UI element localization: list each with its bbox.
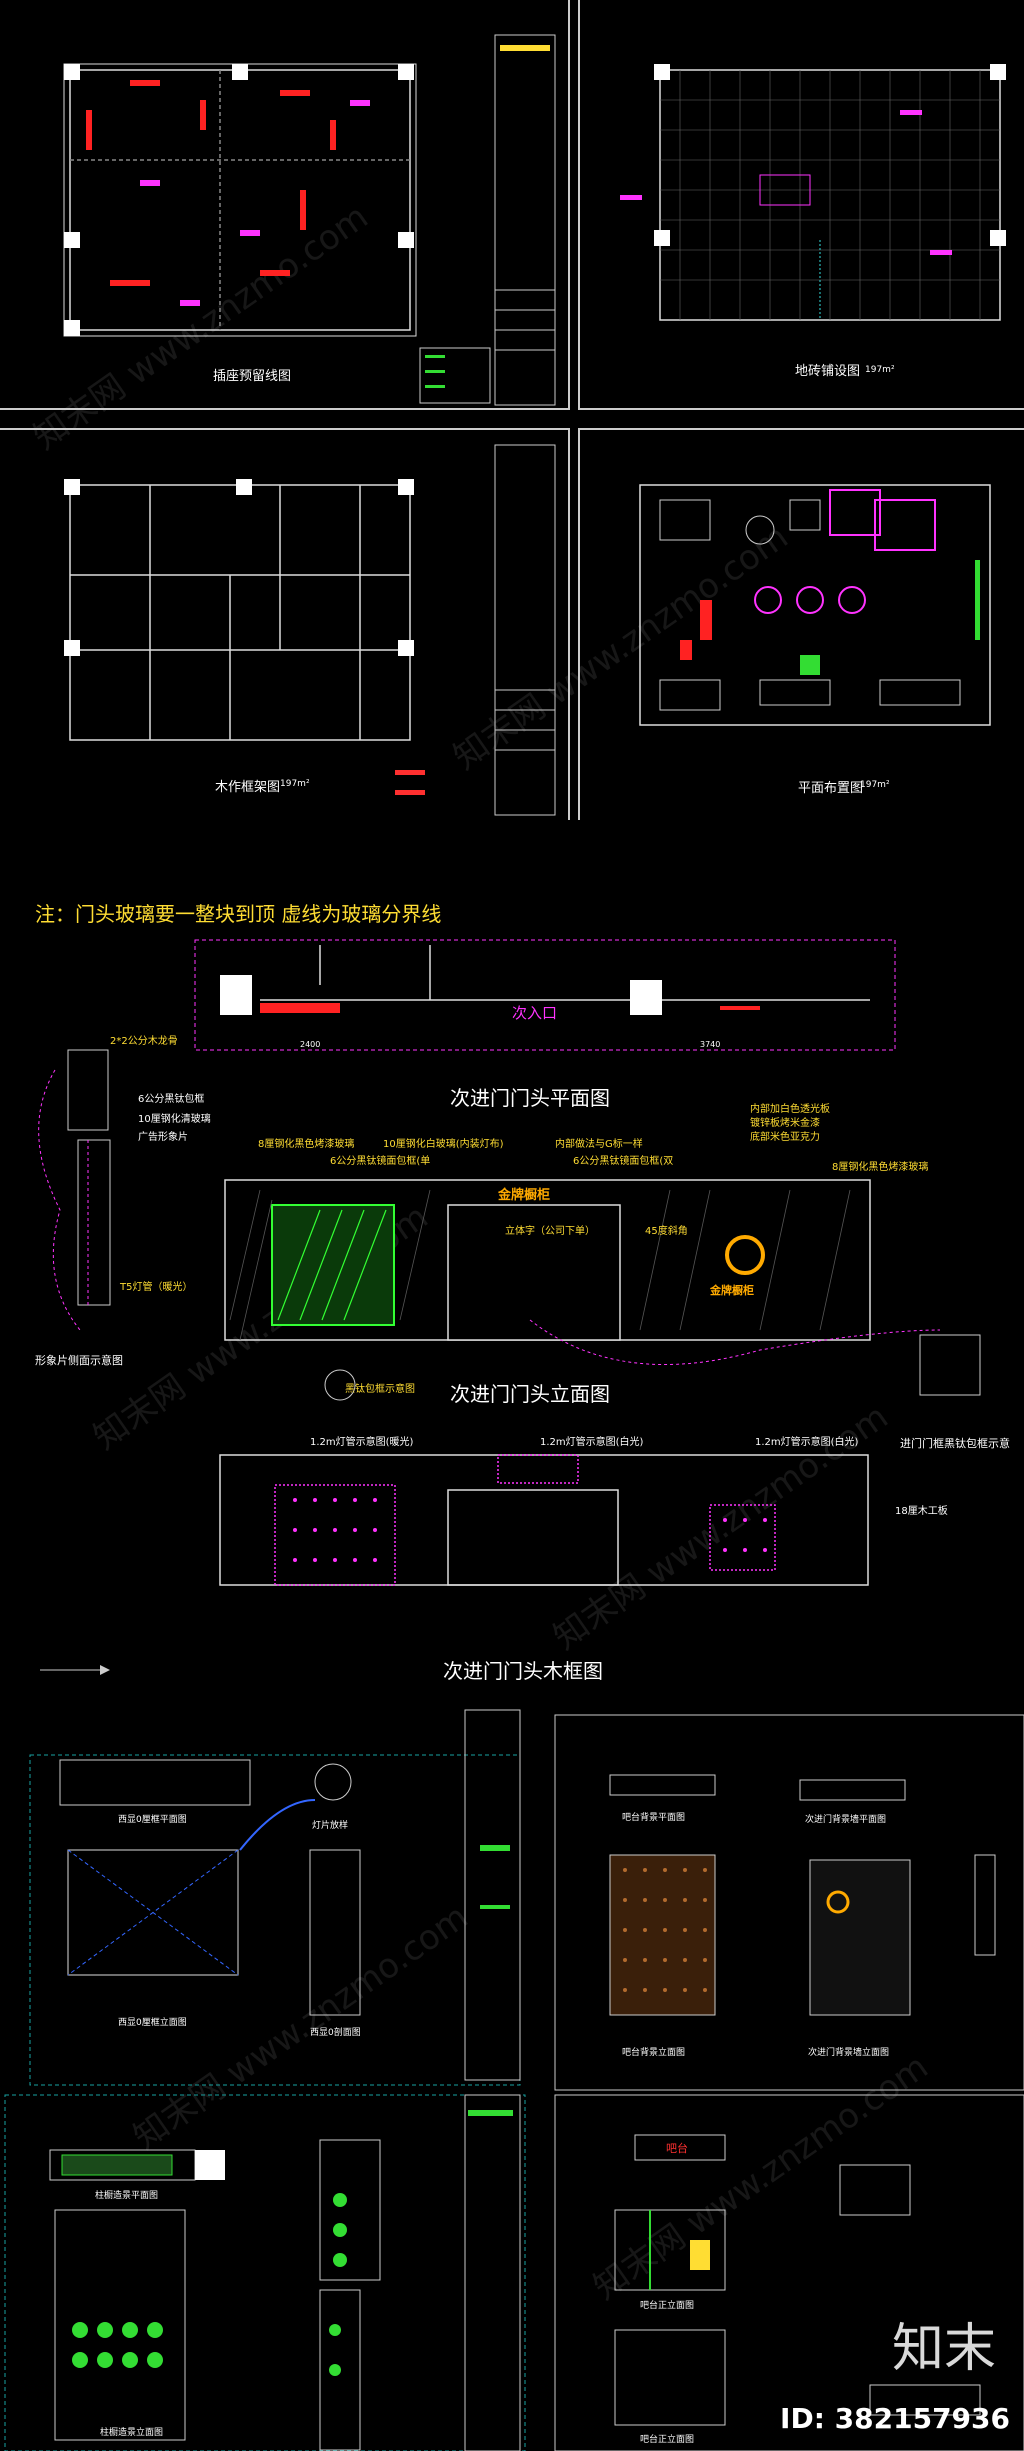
entry-bg-plan-title: 次进门背景墙平面图: [805, 1815, 887, 1825]
frame-label: 1.2m灯管示意图(白光): [755, 1437, 859, 1448]
elev-label: 6公分黑钛镜面包框(单: [330, 1156, 431, 1167]
cabinet-plan-title: 柱橱造景平面图: [95, 2191, 159, 2201]
west-plan-title: 西显0厘框平面图: [118, 1815, 187, 1825]
entry-label: 次入口: [512, 1004, 558, 1022]
elevation-hatch: [229, 1189, 851, 1341]
wood-frame-elevation: [219, 1454, 869, 1586]
side-label: 2*2公分木龙骨: [110, 1036, 178, 1047]
side-label: T5灯管（暖光）: [120, 1282, 193, 1293]
plan-dim-right: 3740: [700, 1040, 721, 1049]
lamp-title: 灯片放样: [312, 1821, 349, 1831]
elev-label: 内部加白色透光板: [750, 1104, 830, 1115]
elev-label: 8厘钢化黑色烤漆玻璃: [832, 1162, 929, 1173]
sheet-wood-panel: [0, 428, 570, 820]
layout-magenta: [754, 489, 936, 614]
elev-label: 内部做法与G标一样: [555, 1139, 643, 1150]
bar-label: 吧台: [666, 2142, 688, 2155]
layout-area: 197m²: [860, 780, 890, 790]
bar-front-title-2: 吧台正立面图: [640, 2435, 695, 2445]
bar-bg-elev-title: 吧台背景立面图: [622, 2048, 686, 2058]
wood-frame-title: 次进门门头木框图: [443, 1659, 603, 1683]
bottom-left-sheet: [4, 2094, 526, 2451]
socket-titleblock: [494, 34, 556, 406]
brand-name-logo: 金牌橱柜: [710, 1284, 754, 1297]
elev-label: 6公分黑钛镜面包框(双: [573, 1156, 674, 1167]
side-detail: [67, 1049, 111, 1306]
image-id: ID: 382157936: [780, 2402, 1010, 2435]
brand-logo: 知末: [891, 2319, 996, 2379]
door-frame-note: 进门门框黑钛包框示意: [900, 1437, 1010, 1450]
elev-label: 底部米色亚克力: [750, 1132, 820, 1143]
sheet-floor-panel: [578, 0, 1024, 410]
wood-plan: [69, 484, 411, 741]
elev-label: 立体字（公司下单）: [505, 1226, 595, 1237]
glass-note: 注：门头玻璃要一整块到顶 虚线为玻璃分界线: [35, 902, 442, 926]
layout-plan: [639, 484, 991, 726]
layout-furniture: [659, 499, 961, 711]
frame-label: 1.2m灯管示意图(白光): [540, 1437, 644, 1448]
frame-label: 1.2m灯管示意图(暖光): [310, 1437, 414, 1448]
glass-hatch: [277, 1209, 387, 1321]
sheet-layout-panel: [578, 428, 1024, 820]
floor-inlay: [759, 174, 811, 206]
bottom-right-sheet: [554, 2094, 1024, 2451]
west-side-title: 西显0剖面图: [310, 2028, 361, 2038]
lower-left-sheet: [29, 1709, 521, 2086]
entrance-elevation: [224, 1179, 871, 1341]
tube-dots: [293, 1498, 767, 1562]
elev-label: 镀锌板烤米金漆: [750, 1118, 820, 1129]
layout-title: 平面布置图: [798, 781, 864, 796]
side-label: 6公分黑钛包框: [138, 1094, 205, 1105]
side-detail-title: 形象片侧面示意图: [35, 1354, 123, 1367]
west-elev-title: 西显0厘框立面图: [118, 2018, 187, 2028]
floor-grid: [660, 70, 1000, 320]
frame-label: 18厘木工板: [895, 1506, 948, 1517]
bar-bg-pattern: [623, 1868, 707, 1992]
entrance-plan-title: 次进门门头平面图: [450, 1086, 610, 1110]
wood-titleblock: [494, 444, 556, 816]
socket-columns: [64, 64, 414, 336]
socket-magenta-marks: [140, 100, 370, 306]
socket-marks: [86, 80, 336, 286]
title-bar: [500, 45, 550, 51]
sheet-socket-panel: [0, 0, 570, 410]
lower-right-sheet: [554, 1714, 1024, 2091]
cabinet-figures: [72, 2193, 347, 2376]
floor-area: 197m²: [865, 365, 895, 375]
entrance-plan: [194, 939, 896, 1051]
plan-dim-left: 2400: [300, 1040, 321, 1049]
door-red-mark: [260, 1003, 340, 1013]
entrance-elevation-title: 次进门门头立面图: [450, 1382, 610, 1406]
elev-label: 黑钛包框示意图: [345, 1384, 415, 1395]
elev-label: 45度斜角: [645, 1226, 688, 1237]
side-label: 10厘钢化清玻璃: [138, 1114, 211, 1125]
side-label: 广告形象片: [138, 1132, 188, 1143]
wood-area: 197m²: [280, 779, 310, 789]
brand-name: 金牌橱柜: [498, 1188, 551, 1203]
cabinet-elev-title: 柱橱造景立面图: [100, 2428, 164, 2438]
wood-title: 木作框架图: [215, 780, 281, 795]
bar-bg-plan-title: 吧台背景平面图: [622, 1813, 686, 1823]
bar-front-title: 吧台正立面图: [640, 2301, 695, 2311]
floor-title: 地砖铺设图: [795, 364, 861, 379]
elev-label: 8厘钢化黑色烤漆玻璃: [258, 1139, 355, 1150]
socket-title: 插座预留线图: [213, 369, 292, 384]
brand-logo-mark: [725, 1235, 765, 1275]
detail-circle: [324, 1369, 356, 1401]
cabinet-green: [61, 2154, 173, 2176]
entry-bg-elev-title: 次进门背景墙立面图: [808, 2048, 890, 2058]
socket-legend: [419, 347, 491, 404]
elev-label: 10厘钢化白玻璃(内装灯布): [383, 1139, 504, 1150]
